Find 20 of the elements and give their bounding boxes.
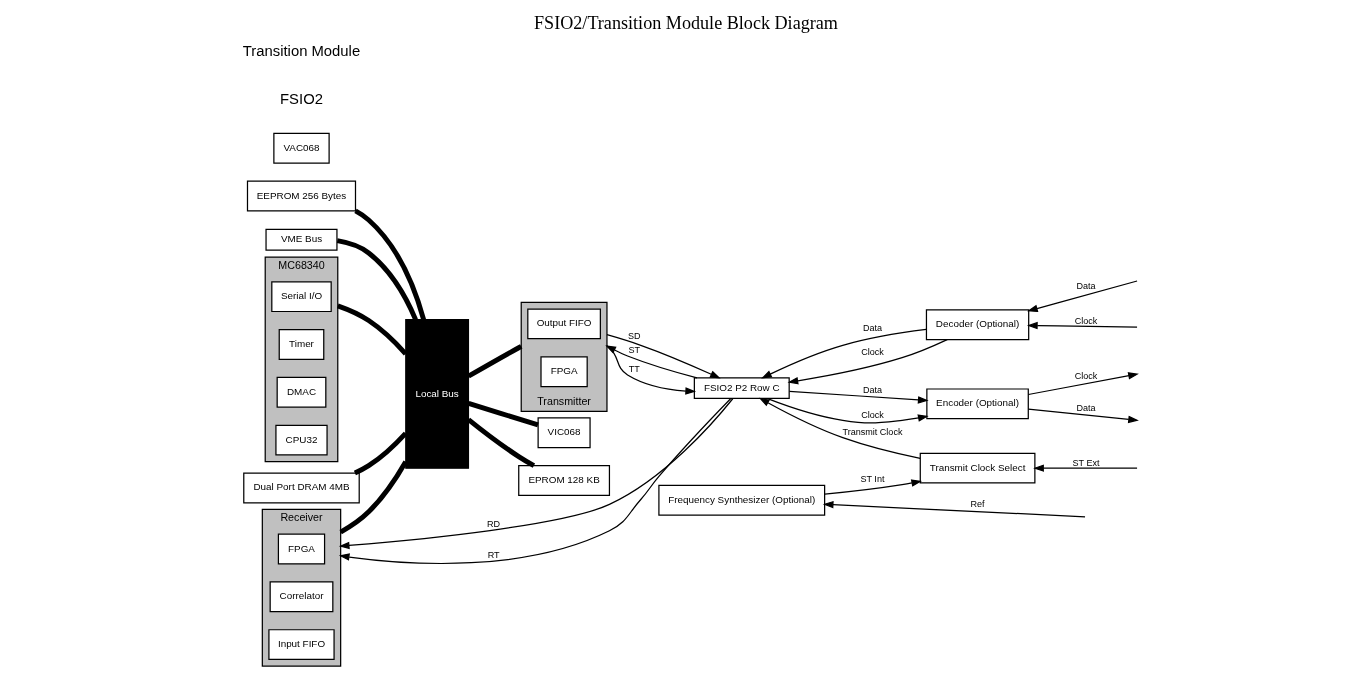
diagram-title: FSIO2/Transition Module Block Diagram <box>534 13 838 34</box>
label: Transition Module <box>242 43 361 60</box>
edge-label: Clock <box>861 347 884 358</box>
edge-label: Transmit Clock <box>842 427 903 437</box>
edge-label: RD <box>487 518 501 529</box>
edge-label: Data <box>1076 403 1096 414</box>
edge-label: ST Ext <box>1072 457 1100 468</box>
edge-label: SD <box>627 331 641 342</box>
edge-label: Ref <box>970 498 985 509</box>
edge-label: Clock <box>1074 315 1098 326</box>
edge-label: ST Int <box>860 474 885 484</box>
edge-label: TT <box>628 364 640 375</box>
edge-label: Data <box>1076 281 1096 292</box>
edge-label: Data <box>862 384 883 395</box>
edge-label: Clock <box>1074 370 1098 381</box>
edge-label: Clock <box>861 409 884 420</box>
edge-label: RT <box>487 549 500 560</box>
edge-label: Data <box>862 323 883 334</box>
edge-label: ST <box>628 345 640 356</box>
label: FSIO2 <box>280 91 323 108</box>
